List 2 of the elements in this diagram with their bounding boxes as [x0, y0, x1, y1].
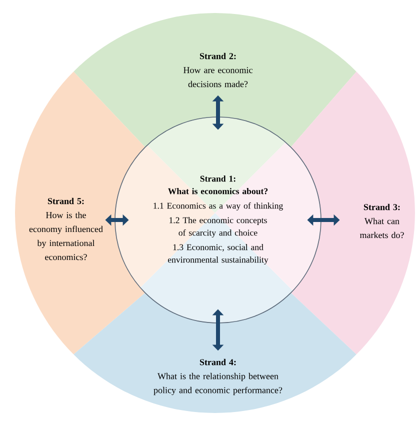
node-label: 1.3 Economic, social and environmental sustainability: [168, 244, 268, 265]
node-label: 1.2 The economic concepts of scarcity and choice: [170, 217, 267, 238]
